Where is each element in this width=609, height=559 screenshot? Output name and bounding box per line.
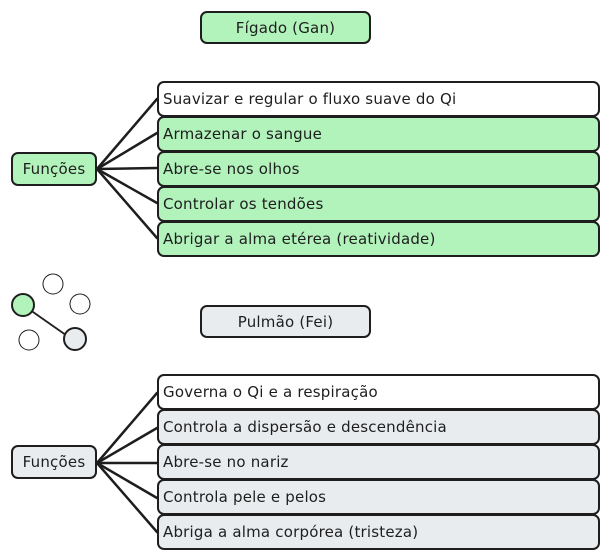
lung-connector-1: [95, 391, 159, 465]
lung-hub-label: Funções: [22, 453, 86, 471]
liver-connector-4: [95, 167, 159, 205]
liver-function-item: Abre-se nos olhos: [157, 151, 600, 187]
liver-title-label: Fígado (Gan): [235, 18, 336, 37]
lung-connector-4: [95, 461, 159, 500]
lung-function-item: Governa o Qi e a respiração: [157, 374, 600, 410]
liver-function-label: Controlar os tendões: [163, 195, 324, 213]
lung-function-label: Abriga a alma corpórea (tristeza): [163, 523, 419, 541]
liver-function-item: Controlar os tendões: [157, 186, 600, 222]
liver-function-item: Armazenar o sangue: [157, 116, 600, 152]
liver-connector-5: [95, 167, 159, 240]
liver-connector-1: [95, 97, 159, 171]
lung-function-item: Abriga a alma corpórea (tristeza): [157, 514, 600, 550]
liver-title: Fígado (Gan): [200, 11, 371, 44]
lung-function-item: Abre-se no nariz: [157, 444, 600, 480]
liver-function-item: Abrigar a alma etérea (reatividade): [157, 221, 600, 257]
lung-function-item: Controla pele e pelos: [157, 479, 600, 515]
liver-connector-3: [95, 166, 159, 171]
connected-nodes-icon: [11, 273, 91, 351]
liver-functions-hub: Funções: [11, 152, 97, 186]
lung-function-item: Controla a dispersão e descendência: [157, 409, 600, 445]
liver-function-label: Abrigar a alma etérea (reatividade): [163, 230, 436, 248]
lung-function-label: Governa o Qi e a respiração: [163, 383, 378, 401]
liver-function-label: Armazenar o sangue: [163, 125, 323, 143]
lung-function-label: Controla a dispersão e descendência: [163, 418, 447, 436]
liver-function-label: Suavizar e regular o fluxo suave do Qi: [163, 90, 457, 108]
liver-function-item: Suavizar e regular o fluxo suave do Qi: [157, 81, 600, 117]
lung-functions-hub: Funções: [11, 445, 97, 479]
lung-title-label: Pulmão (Fei): [237, 312, 334, 331]
liver-function-label: Abre-se nos olhos: [163, 160, 300, 178]
lung-title: Pulmão (Fei): [200, 305, 371, 338]
lung-connector-5: [95, 461, 159, 534]
liver-connector-2: [95, 131, 159, 171]
lung-connector-2: [95, 426, 159, 465]
lung-function-label: Abre-se no nariz: [163, 453, 289, 471]
liver-hub-label: Funções: [22, 160, 86, 178]
lung-function-label: Controla pele e pelos: [163, 488, 327, 506]
